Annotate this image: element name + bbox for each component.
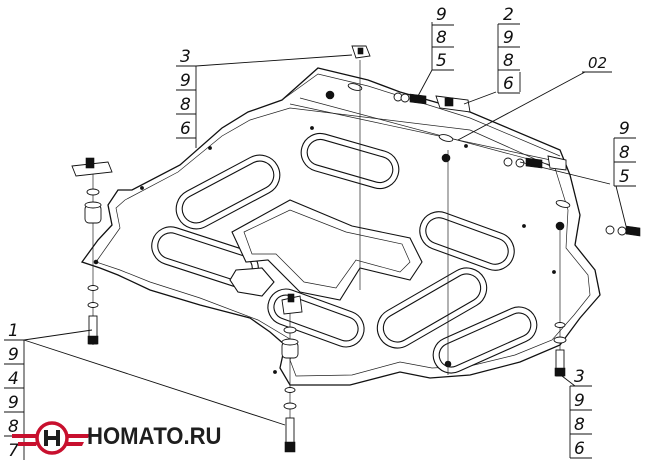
callout-top-mid-1: 8 xyxy=(436,28,447,48)
watermark-text: НОМАТО.RU xyxy=(87,423,222,450)
callout-bottom-left-4: 8 xyxy=(8,417,19,437)
plate-label: 02 xyxy=(588,54,607,72)
callout-bottom-left: 1 9 4 9 8 7 xyxy=(4,321,25,461)
callout-right-2: 5 xyxy=(619,167,630,187)
callout-bottom-right-2: 8 xyxy=(574,415,585,435)
callout-top-left-0: 3 xyxy=(180,47,191,67)
callout-top-left-1: 9 xyxy=(180,71,191,91)
leader-lines xyxy=(23,54,627,426)
callout-bottom-right-3: 6 xyxy=(574,439,585,459)
callout-top-left: 3 9 8 6 xyxy=(176,47,196,139)
callout-top-left-2: 8 xyxy=(180,95,191,115)
callout-top-mid-2: 5 xyxy=(436,51,447,71)
callout-right-1: 8 xyxy=(619,143,630,163)
callout-bottom-left-2: 4 xyxy=(8,369,19,389)
callout-bottom-left-3: 9 xyxy=(8,393,19,413)
callout-top-right-1: 9 xyxy=(503,28,514,48)
callout-bottom-right-1: 9 xyxy=(574,391,585,411)
stiffening-ribs xyxy=(151,132,538,374)
fasteners xyxy=(71,45,641,453)
callout-top-right: 2 9 8 6 xyxy=(497,5,520,94)
callout-bottom-right: 3 9 8 6 xyxy=(569,367,592,459)
callout-bottom-left-0: 1 xyxy=(8,321,19,341)
callout-top-mid: 9 8 5 xyxy=(431,5,454,71)
callout-plate: 02 xyxy=(582,54,612,73)
callout-top-right-3: 6 xyxy=(503,74,514,94)
callout-bottom-right-0: 3 xyxy=(574,367,585,387)
callout-bottom-left-1: 9 xyxy=(8,345,19,365)
callout-top-right-2: 8 xyxy=(503,51,514,71)
plate-holes xyxy=(93,83,571,374)
callout-top-right-0: 2 xyxy=(503,5,514,25)
homato-logo-icon xyxy=(12,421,90,455)
callout-bottom-left-5: 7 xyxy=(8,441,19,461)
callout-top-mid-0: 9 xyxy=(436,5,447,25)
callout-top-left-3: 6 xyxy=(180,119,191,139)
callout-right-0: 9 xyxy=(619,119,630,139)
callout-right: 9 8 5 xyxy=(613,119,636,187)
